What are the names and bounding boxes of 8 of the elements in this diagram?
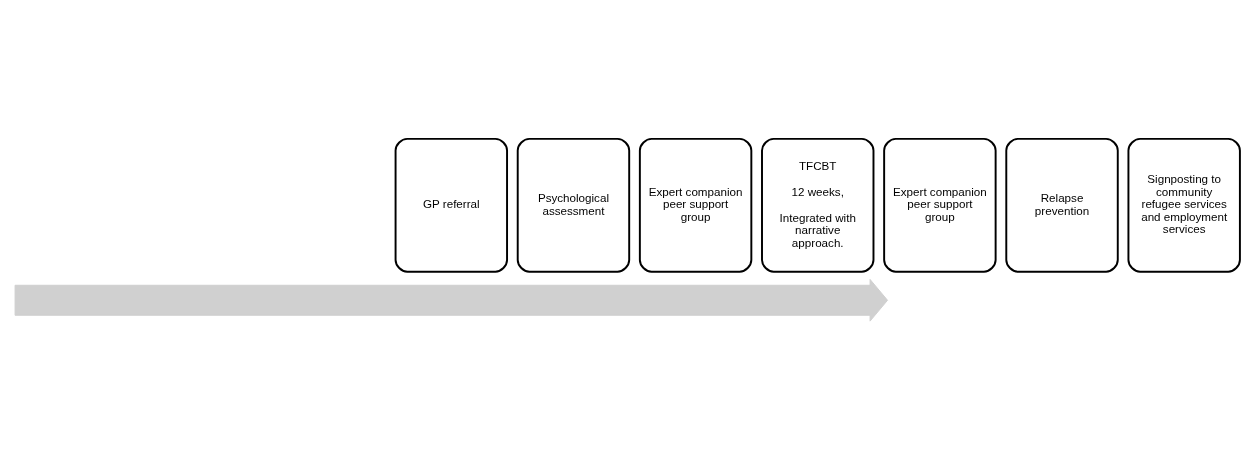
- node-box: Signposting to community refugee services and employment services: [1127, 137, 1241, 273]
- node-box: GP referral: [394, 137, 509, 273]
- node-box: TFCBT 12 weeks, Integrated with narrative approach.: [761, 137, 875, 273]
- node-box: Expert companion peer support group: [638, 137, 753, 273]
- node-box: Expert companion peer support group: [883, 137, 997, 273]
- node-arrow: [14, 278, 889, 322]
- node-box: Relapse prevention: [1005, 137, 1119, 273]
- node-box: Psychological assessment: [516, 137, 631, 273]
